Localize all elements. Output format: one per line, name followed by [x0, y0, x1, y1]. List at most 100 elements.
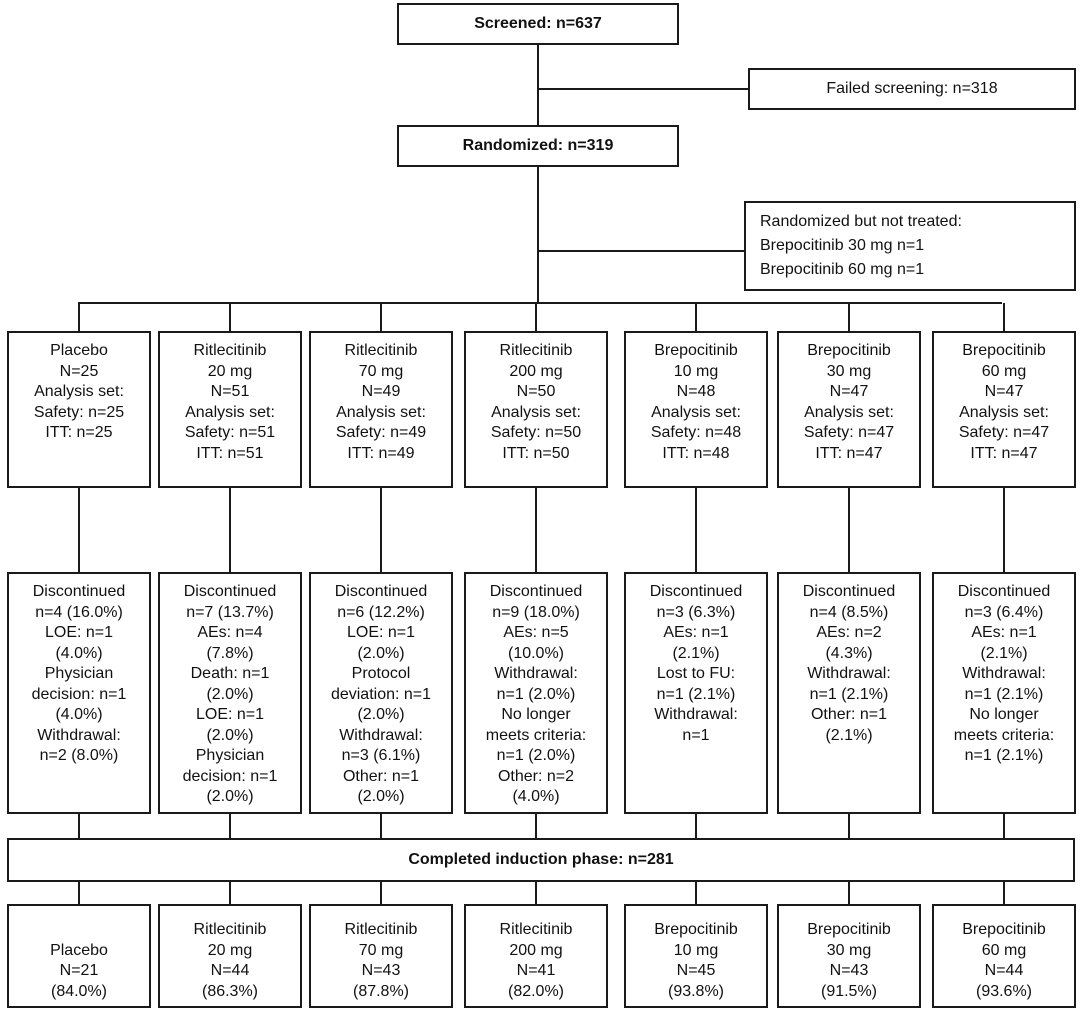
arm-6-completed-line: Brepocitinib [807, 921, 891, 938]
arm-3-group-line: 70 mg [358, 362, 404, 380]
arm-5-completed-line: N=45 [676, 962, 716, 979]
arm-1-discontinued-line: Physician [44, 665, 114, 682]
arm-1-discontinued-line: n=2 (8.0%) [39, 747, 119, 764]
arm-5-group-line: N=48 [676, 383, 716, 400]
arm-1-group-line: N=25 [59, 362, 99, 380]
arm-4-completed-box: Ritlecitinib 200 mg N=41 (82.0%) [464, 904, 608, 1008]
arm-1-completed-line: Placebo [50, 941, 108, 959]
arm-2-discontinued-line: n=7 (13.7%) [186, 603, 274, 621]
arm-7-discontinued-line: n=3 (6.4%) [964, 603, 1044, 621]
arm-7-group-line: N=47 [984, 383, 1024, 400]
arm-5-group-line: Safety: n=48 [650, 424, 742, 441]
arm-6-group-line: Analysis set: [804, 403, 894, 421]
screened-box: Screened: n=637 [397, 3, 679, 45]
arm-3-completed-line: Ritlecitinib [344, 921, 418, 938]
arm-3-discontinued-line: n=3 (6.1%) [341, 747, 421, 764]
arm-7-discontinued-line: (2.1%) [980, 644, 1028, 662]
arm-2-group-line: Ritlecitinib [193, 342, 267, 359]
arm-3-completed-line: N=43 [361, 962, 401, 979]
arm-3-group-line: Analysis set: [336, 403, 426, 421]
arm-2-completed-line: Ritlecitinib [193, 921, 267, 938]
arm-4-completed-line: 200 mg [509, 941, 563, 959]
arm-7-completed-line: Brepocitinib [962, 921, 1046, 938]
arm-6-discontinued-line: AEs: n=2 [816, 624, 882, 641]
arm-7-group-line: 60 mg [981, 362, 1027, 380]
arm-5-group-line: ITT: n=48 [662, 444, 730, 462]
arm-1-discontinued-line: (4.0%) [55, 706, 103, 723]
arm-1-group-line: Analysis set: [34, 383, 124, 400]
arm-4-completed-line: (82.0%) [507, 982, 565, 1000]
arm-5-completed-line: (93.8%) [667, 982, 725, 1000]
randomized-label: Randomized: n=319 [462, 136, 614, 154]
arm-5-group-line: Analysis set: [651, 403, 741, 421]
arm-1-completed-line: (84.0%) [50, 982, 108, 1000]
not-treated-heading: Randomized but not treated: [760, 213, 962, 230]
arm-2-discontinued-line: decision: n=1 [182, 767, 278, 785]
arm-1-discontinued-line: LOE: n=1 [44, 624, 114, 641]
arm-7-group-line: ITT: n=47 [970, 444, 1038, 462]
arm-4-discontinued-line: meets criteria: [485, 726, 587, 744]
arm-1-discontinued-line: Discontinued [32, 583, 126, 600]
arm-4-group-line: Safety: n=50 [490, 424, 582, 441]
arm-6-group-line: Brepocitinib [807, 342, 891, 359]
arm-6-discontinued-line: Other: n=1 [810, 706, 888, 723]
arm-3-discontinued-line: LOE: n=1 [346, 624, 416, 641]
arm-7-completed-line: 60 mg [981, 941, 1027, 959]
arm-6-group-line: ITT: n=47 [815, 444, 883, 462]
arm-2-discontinued-box: Discontinued n=7 (13.7%) AEs: n=4 (7.8%) Dea… [158, 572, 302, 814]
arm-3-group-line: ITT: n=49 [347, 444, 415, 462]
arm-7-completed-line: N=44 [984, 962, 1024, 979]
arm-2-group-line: 20 mg [207, 362, 253, 380]
arm-5-discontinued-line: Discontinued [649, 583, 743, 600]
arm-4-completed-line: Ritlecitinib [499, 921, 573, 938]
arm-7-completed-line: (93.6%) [975, 982, 1033, 1000]
arm-3-discontinued-line: Protocol [351, 665, 411, 682]
arm-1-group-line: Placebo [50, 342, 108, 359]
arm-3-discontinued-line: deviation: n=1 [330, 685, 432, 703]
arm-6-group-line: Safety: n=47 [803, 424, 895, 441]
arm-7-group-line: Brepocitinib [962, 342, 1046, 359]
arm-2-discontinued-line: LOE: n=1 [195, 706, 265, 723]
arm-5-discontinued-line: n=1 [682, 726, 710, 744]
failed-screening-label: Failed screening: n=318 [826, 79, 998, 97]
arm-4-group-line: Analysis set: [491, 403, 581, 421]
arm-6-completed-line: 30 mg [826, 941, 872, 959]
arm-6-discontinued-line: n=1 (2.1%) [809, 685, 889, 703]
arm-6-group-line: 30 mg [826, 362, 872, 380]
arm-3-group-line: N=49 [361, 383, 401, 400]
arm-2-discontinued-line: Death: n=1 [190, 665, 270, 682]
arm-5-discontinued-line: n=1 (2.1%) [656, 685, 736, 703]
arm-4-completed-line: N=41 [516, 962, 556, 979]
arm-2-discontinued-line: AEs: n=4 [197, 624, 263, 641]
arm-4-group-line: 200 mg [509, 362, 563, 380]
arm-4-discontinued-line: No longer [501, 706, 571, 723]
arm-3-group-line: Ritlecitinib [344, 342, 418, 359]
arm-6-discontinued-line: (4.3%) [825, 644, 873, 662]
failed-screening-box: Failed screening: n=318 [748, 68, 1076, 110]
arm-5-discontinued-line: n=3 (6.3%) [656, 603, 736, 621]
arm-5-completed-line: 10 mg [673, 941, 719, 959]
randomized-box: Randomized: n=319 [397, 125, 679, 167]
arm-4-discontinued-line: n=9 (18.0%) [492, 603, 580, 621]
arm-3-discontinued-line: (2.0%) [357, 788, 405, 805]
arm-3-discontinued-line: (2.0%) [357, 706, 405, 723]
arm-3-completed-line: (87.8%) [352, 982, 410, 1000]
arm-2-discontinued-line: (7.8%) [206, 644, 254, 662]
not-treated-brepo-60: Brepocitinib 60 mg n=1 [760, 261, 925, 278]
arm-4-discontinued-line: (4.0%) [512, 788, 560, 805]
arm-2-discontinued-line: Discontinued [183, 583, 277, 600]
